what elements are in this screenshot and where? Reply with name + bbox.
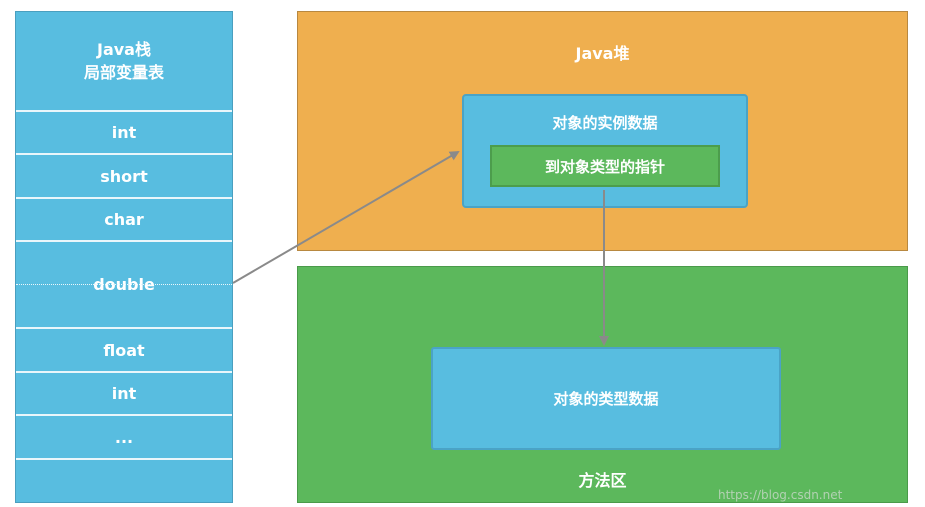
method-area-title: 方法区: [578, 471, 627, 490]
stack-slot: float: [16, 327, 232, 371]
double-slot-divider: [16, 284, 232, 285]
stack-slot: int: [16, 371, 232, 414]
stack-title-line2: 局部变量表: [83, 63, 164, 82]
instance-data-label: 对象的实例数据: [552, 113, 658, 132]
stack-slot: char: [16, 197, 232, 240]
type-pointer-box: 到对象类型的指针: [490, 145, 720, 187]
stack-slot-ellipsis: ...: [16, 414, 232, 458]
heap-title: Java堆: [575, 44, 630, 63]
stack-slot: int: [16, 110, 232, 153]
type-data-box: 对象的类型数据: [431, 347, 781, 450]
reference-arrow: [232, 150, 460, 284]
stack-title-line1: Java栈: [97, 40, 151, 59]
java-stack: Java栈 局部变量表 int short char double float …: [15, 11, 233, 503]
stack-slot-empty: [16, 458, 232, 502]
stack-slot: short: [16, 153, 232, 197]
stack-title: Java栈 局部变量表: [16, 12, 232, 110]
watermark: https://blog.csdn.net: [718, 488, 843, 502]
